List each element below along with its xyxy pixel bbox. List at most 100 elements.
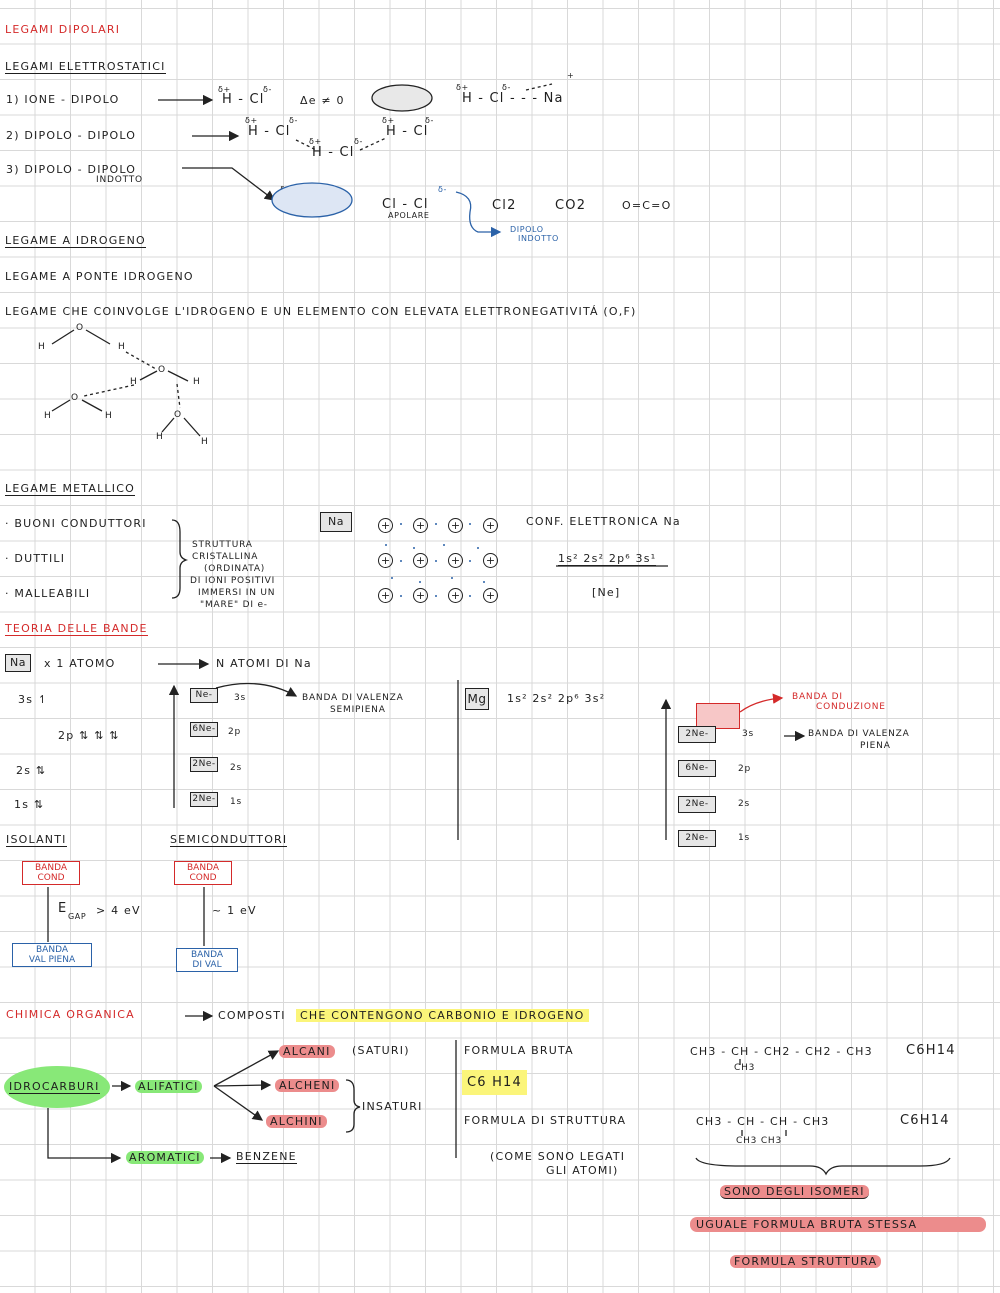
delta-plus: δ+ xyxy=(456,83,469,92)
hydrogen-atom: H xyxy=(105,411,113,421)
hydrogen-atom: H xyxy=(193,377,201,387)
formula-struttura-label: FORMULA DI STRUTTURA xyxy=(464,1114,627,1127)
band-label-1s: 1s xyxy=(230,797,243,807)
delta-plus: δ+ xyxy=(218,85,231,94)
alifatici-label: ALIFATICI xyxy=(135,1080,202,1093)
hydrogen-atom: H xyxy=(38,342,46,352)
positive-ion: + xyxy=(378,518,393,533)
chain-1-branch: CH3 xyxy=(734,1063,756,1073)
organic-definition-highlight: CHE CONTENGONO CARBONIO E IDROGENO xyxy=(296,1009,589,1022)
chain-1: CH3 - CH - CH2 - CH2 - CH3 xyxy=(690,1045,873,1058)
delta-minus: δ- xyxy=(425,116,434,125)
alcheni-label: ALCHENI xyxy=(275,1079,340,1092)
n-atomi-label: N ATOMI DI Na xyxy=(216,657,312,670)
hcl-molecule-a: H - Cl xyxy=(248,124,291,139)
semiconduttori-label: SEMICONDUTTORI xyxy=(170,833,288,847)
banda-valenza-sub: SEMIPIENA xyxy=(330,705,386,715)
delta-minus-induced: δ- xyxy=(438,185,447,194)
page-title: LEGAMI DIPOLARI xyxy=(5,23,121,36)
conf-elettronica-value: 1s² 2s² 2p⁶ 3s¹ xyxy=(558,552,657,566)
cl2-formula: Cl2 xyxy=(492,198,517,213)
section-elettrostatici: LEGAMI ELETTROSTATICI xyxy=(5,60,166,74)
egap-symbol: E xyxy=(58,901,68,916)
mg-element-box: Mg xyxy=(465,688,489,710)
oco-formula: O=C=O xyxy=(622,199,672,212)
conf-elettronica-label: CONF. ELETTRONICA Na xyxy=(526,515,681,528)
mg-label-2p: 2p xyxy=(738,764,752,774)
chain-2: CH3 - CH - CH - CH3 xyxy=(696,1115,830,1128)
section-organica: CHIMICA ORGANICA xyxy=(6,1008,135,1021)
saturi-label: (SATURI) xyxy=(352,1044,410,1057)
oxygen-atom: O xyxy=(71,393,79,403)
idrocarburi-label: IDROCARBURI xyxy=(9,1080,100,1094)
c6h14-highlight: C6 H14 xyxy=(462,1070,527,1095)
na-element-box-2: Na xyxy=(5,654,31,672)
dipolo-dipolo-label: 2) DIPOLO - DIPOLO xyxy=(6,129,137,142)
banda-valenza-piena: BANDA DI VALENZA xyxy=(808,729,910,739)
insaturi-label: INSATURI xyxy=(362,1100,423,1113)
positive-ion: + xyxy=(483,588,498,603)
positive-ion: + xyxy=(448,553,463,568)
banda-conduzione-sub: CONDUZIONE xyxy=(816,702,886,712)
ponte-idrogeno-label: LEGAME A PONTE IDROGENO xyxy=(5,270,194,283)
ione-dipolo-label: 1) IONE - DIPOLO xyxy=(6,93,120,106)
delta-plus: δ+ xyxy=(280,185,293,194)
mg-band-2p: 6Ne- xyxy=(678,760,716,777)
prop-conduttori: · BUONI CONDUTTORI xyxy=(5,517,147,530)
clcl-molecule: Cl - Cl xyxy=(382,197,429,212)
positive-ion: + xyxy=(483,518,498,533)
egap-sub: GAP xyxy=(68,912,87,921)
mg-band-2s: 2Ne- xyxy=(678,796,716,813)
formula-c6h14-2: C6H14 xyxy=(900,1113,950,1128)
dipolo-indotto-sub: INDOTTO xyxy=(96,175,143,185)
come-legati-sub: GLI ATOMI) xyxy=(546,1164,619,1177)
positive-ion: + xyxy=(378,588,393,603)
na-charge: + xyxy=(567,71,575,80)
dipolo-indotto-note: DIPOLO xyxy=(510,225,544,234)
formula-struttura-highlight: FORMULA STRUTTURA xyxy=(730,1255,882,1268)
hcl-molecule-c: H - Cl xyxy=(312,145,355,160)
hcl-na-interaction: H - Cl - - - Na xyxy=(462,91,564,106)
hydrogen-atom: H xyxy=(44,411,52,421)
delta-minus: δ- xyxy=(325,185,334,194)
composti-label: COMPOSTI xyxy=(218,1009,286,1022)
formula-bruta-label: FORMULA BRUTA xyxy=(464,1044,574,1057)
orbital-1s: 1s ⇅ xyxy=(14,798,45,811)
positive-ion: + xyxy=(413,518,428,533)
prop-duttili: · DUTTILI xyxy=(5,552,66,565)
isomeri-highlight: SONO DEGLI ISOMERI xyxy=(720,1185,869,1199)
isolanti-label: ISOLANTI xyxy=(6,833,67,847)
apolare-label: APOLARE xyxy=(388,211,430,220)
band-box-3s: Ne- xyxy=(190,688,218,703)
benzene-label: BENZENE xyxy=(236,1150,297,1164)
mg-configuration: 1s² 2s² 2p⁶ 3s² xyxy=(507,692,606,705)
uguale-formula-highlight: UGUALE FORMULA BRUTA STESSA xyxy=(690,1217,986,1232)
aromatici-label: AROMATICI xyxy=(126,1151,204,1164)
mg-label-1s: 1s xyxy=(738,833,751,843)
positive-ion: + xyxy=(378,553,393,568)
hydrogen-atom: H xyxy=(118,342,126,352)
hydrogen-atom: H xyxy=(201,437,209,447)
delta-pair-circled: δ+ δ- xyxy=(379,92,416,105)
band-label-2p: 2p xyxy=(228,727,242,737)
mg-label-3s: 3s xyxy=(742,729,755,739)
idrocarburi-highlight xyxy=(4,1066,110,1108)
na-element-box: Na xyxy=(320,512,352,532)
dipolo-indotto-note-b: INDOTTO xyxy=(518,234,559,243)
egap-value: > 4 eV xyxy=(96,904,141,917)
hydrogen-atom: H xyxy=(130,377,138,387)
orbital-2s: 2s ⇅ xyxy=(16,764,47,777)
band-box-2p: 6Ne- xyxy=(190,722,218,737)
orbital-3s: 3s ↿ xyxy=(18,693,49,706)
struttura-line: IMMERSI IN UN xyxy=(198,588,276,598)
alcani-label: ALCANI xyxy=(279,1045,335,1058)
mg-band-3s: 2Ne- xyxy=(678,726,716,743)
prop-malleabili: · MALLEABILI xyxy=(5,587,91,600)
struttura-line: CRISTALLINA xyxy=(192,552,259,562)
semi-gap-value: ~ 1 eV xyxy=(212,904,257,917)
band-box-2s: 2Ne- xyxy=(190,757,218,772)
banda-valenza-label: BANDA DI VALENZA xyxy=(302,693,404,703)
positive-ion: + xyxy=(448,588,463,603)
